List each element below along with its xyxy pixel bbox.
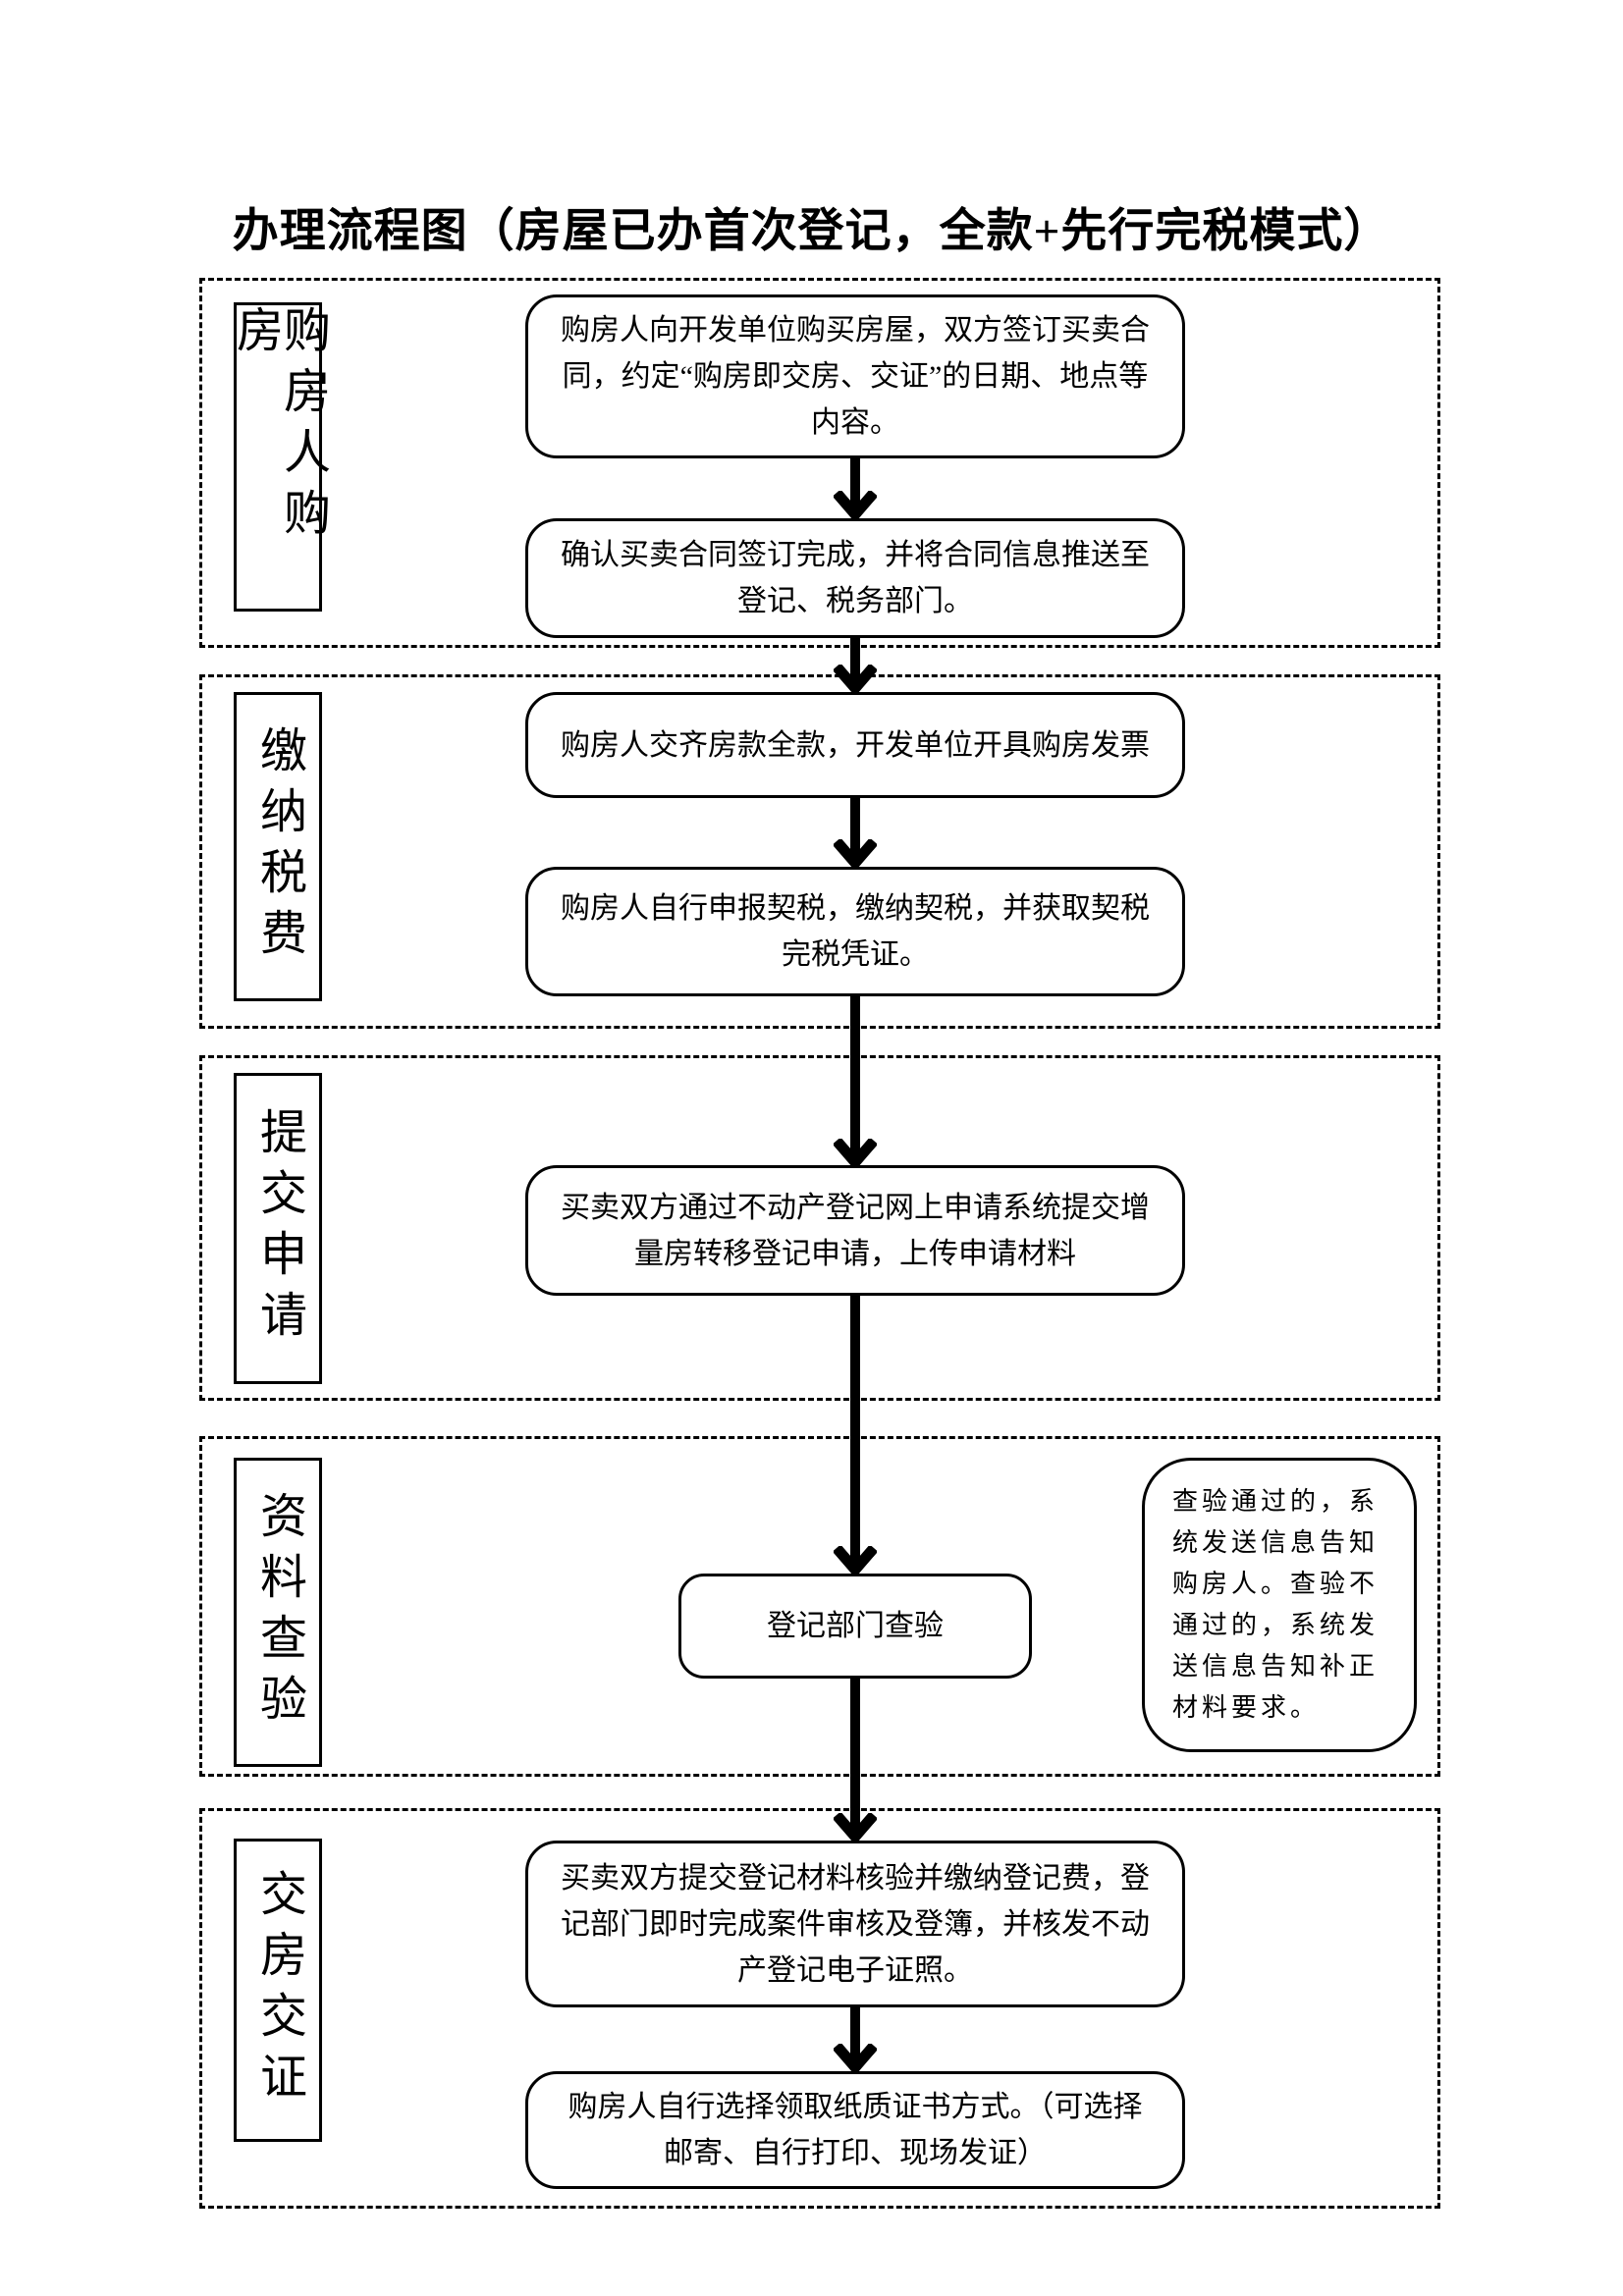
arrow-head-icon [834,665,877,692]
arrow-shaft [850,996,860,1164]
step-5-text: 买卖双方通过不动产登记网上申请系统提交增量房转移登记申请，上传申请材料 [561,1191,1150,1270]
step-1-box: 购房人向开发单位购买房屋，双方签订买卖合同，约定“购房即交房、交证”的日期、地点… [525,294,1185,458]
step-7-text: 买卖双方提交登记材料核验并缴纳登记费，登记部门即时完成案件审核及登簿，并核发不动… [561,1861,1150,1987]
step-2-text: 确认买卖合同签订完成，并将合同信息推送至登记、税务部门。 [561,539,1150,617]
flow-arrow-7 [834,2007,877,2071]
arrow-shaft [850,1296,860,1572]
flow-arrow-2 [834,638,877,692]
arrow-shaft [850,1679,860,1839]
step-8-text: 购房人自行选择领取纸质证书方式。（可选择邮寄、自行打印、现场发证） [568,2091,1143,2169]
arrow-shaft [850,458,860,516]
step-7-box: 买卖双方提交登记材料核验并缴纳登记费，登记部门即时完成案件审核及登簿，并核发不动… [525,1841,1185,2007]
section-1-panel [199,278,1440,648]
arrow-head-icon [834,2044,877,2071]
flow-arrow-4 [834,996,877,1166]
section-3-panel [199,1055,1440,1401]
step-2-box: 确认买卖合同签订完成，并将合同信息推送至登记、税务部门。 [525,518,1185,638]
step-5-box: 买卖双方通过不动产登记网上申请系统提交增量房转移登记申请，上传申请材料 [525,1165,1185,1296]
section-4-label: 资料查验 [234,1458,322,1767]
flow-arrow-5 [834,1296,877,1574]
step-4-text: 购房人自行申报契税，缴纳契税，并获取契税完税凭证。 [561,892,1150,971]
arrow-shaft [850,638,860,690]
arrow-head-icon [834,491,877,518]
page-title: 办理流程图（房屋已办首次登记，全款+先行完税模式） [232,206,1391,257]
step-8-box: 购房人自行选择领取纸质证书方式。（可选择邮寄、自行打印、现场发证） [525,2071,1185,2189]
section-4-panel [199,1436,1440,1777]
arrow-shaft [850,798,860,865]
section-5-panel [199,1808,1440,2209]
section-2-panel [199,674,1440,1029]
arrow-head-icon [834,1813,877,1841]
step-6-text: 登记部门查验 [767,1610,944,1642]
arrow-head-icon [834,1546,877,1574]
flow-arrow-3 [834,798,877,867]
section-2-label: 缴纳税费 [234,692,322,1001]
arrow-head-icon [834,1139,877,1166]
inspection-note-box: 查验通过的，系统发送信息告知购房人。查验不通过的，系统发送信息告知补正材料要求。 [1142,1458,1417,1752]
arrow-shaft [850,2007,860,2069]
flow-arrow-1 [834,458,877,518]
step-1-text: 购房人向开发单位购买房屋，双方签订买卖合同，约定“购房即交房、交证”的日期、地点… [561,314,1150,439]
section-3-label: 提交申请 [234,1073,322,1384]
flow-arrow-6 [834,1679,877,1841]
step-4-box: 购房人自行申报契税，缴纳契税，并获取契税完税凭证。 [525,867,1185,996]
step-6-box: 登记部门查验 [678,1574,1032,1679]
section-5-label: 交房交证 [234,1839,322,2142]
step-3-text: 购房人交齐房款全款，开发单位开具购房发票 [561,728,1150,762]
step-3-box: 购房人交齐房款全款，开发单位开具购房发票 [525,692,1185,798]
inspection-note-text: 查验通过的，系统发送信息告知购房人。查验不通过的，系统发送信息告知补正材料要求。 [1172,1487,1380,1722]
section-1-label: 购房人购房 [229,302,328,612]
arrow-head-icon [834,839,877,867]
